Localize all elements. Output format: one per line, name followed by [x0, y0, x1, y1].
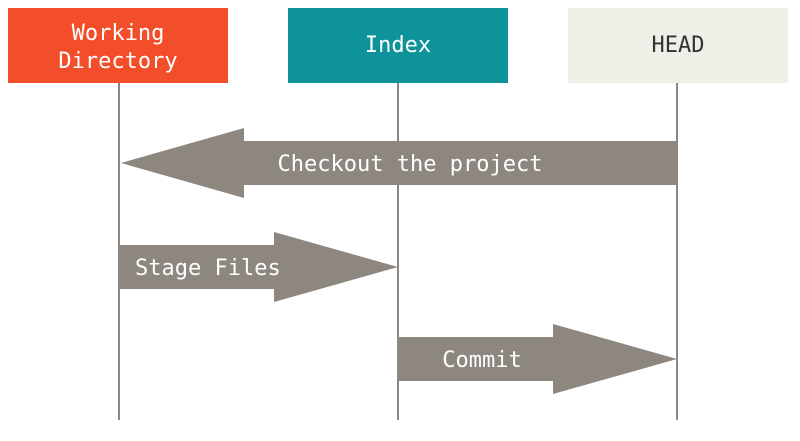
- head-label: HEAD: [652, 33, 705, 58]
- column-index: Index: [288, 8, 508, 83]
- commit-arrow-shape: [398, 324, 677, 394]
- commit-arrow-label: Commit: [442, 348, 521, 373]
- arrow-checkout: Checkout the project: [121, 128, 677, 198]
- column-working-directory: Working Directory: [8, 8, 228, 83]
- arrow-stage-files: Stage Files: [119, 232, 398, 302]
- working-directory-box: [8, 8, 228, 83]
- column-head: HEAD: [568, 8, 788, 83]
- stage-files-arrow-shape: [119, 232, 398, 302]
- index-label: Index: [365, 33, 431, 58]
- checkout-arrow-label: Checkout the project: [278, 152, 543, 177]
- working-directory-label-line2: Directory: [58, 49, 177, 74]
- stage-files-arrow-label: Stage Files: [135, 256, 281, 281]
- arrow-commit: Commit: [398, 324, 677, 394]
- working-directory-label-line1: Working: [72, 21, 165, 46]
- head-box: [568, 8, 788, 83]
- index-box: [288, 8, 508, 83]
- checkout-arrow-shape: [121, 128, 677, 198]
